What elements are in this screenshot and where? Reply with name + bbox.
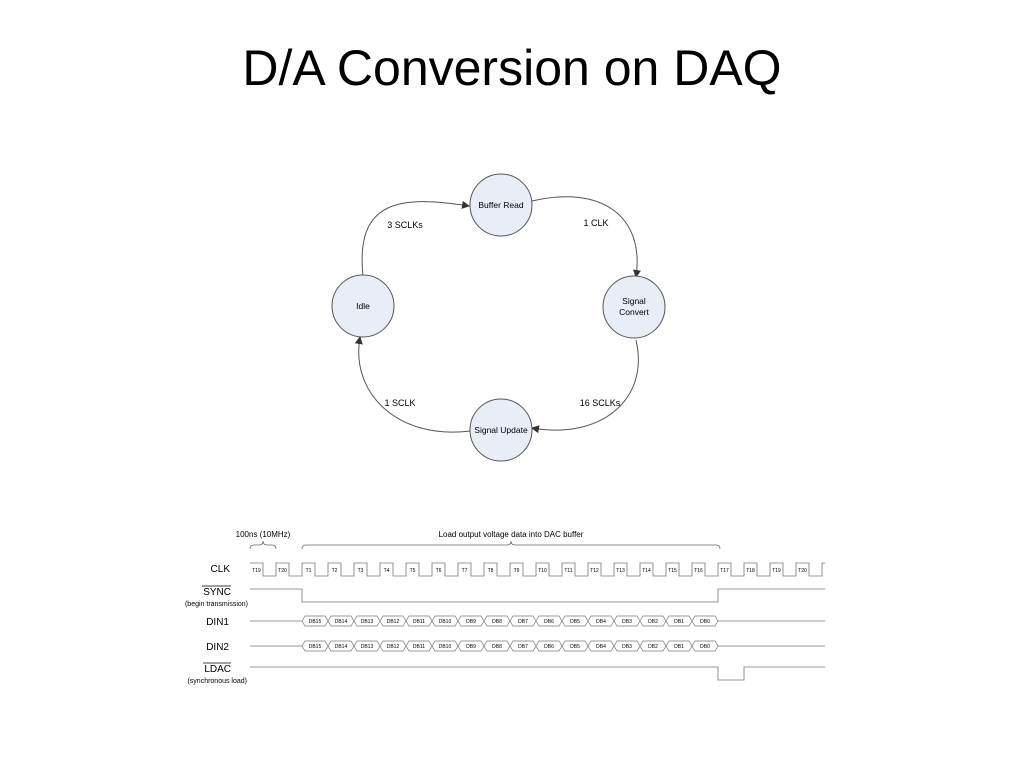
din2-bit-label: DB6 bbox=[544, 644, 554, 650]
clk-tick-label: T3 bbox=[358, 568, 364, 574]
clk-tick-label: T15 bbox=[668, 568, 677, 574]
clk-tick-label: T5 bbox=[410, 568, 416, 574]
state-label-signal-update: Signal Update bbox=[474, 425, 528, 435]
clk-tick-label: T14 bbox=[642, 568, 651, 574]
signal-label-clk: CLK bbox=[211, 564, 231, 575]
din2-bit-label: DB9 bbox=[466, 644, 476, 650]
clk-tick-label: T2 bbox=[332, 568, 338, 574]
state-signal-convert: Signal Convert bbox=[602, 275, 666, 339]
clk-tick-label: T20 bbox=[798, 568, 807, 574]
din2-bit-label: DB15 bbox=[309, 644, 322, 650]
din1-bit-label: DB11 bbox=[413, 619, 425, 625]
clk-tick-label: T17 bbox=[720, 568, 729, 574]
clock-period-label: 100ns (10MHz) bbox=[236, 530, 291, 539]
clk-tick-label: T8 bbox=[488, 568, 494, 574]
din1-bit-label: DB15 bbox=[309, 619, 322, 625]
load-phase-brace bbox=[301, 540, 721, 550]
clk-trace bbox=[250, 562, 825, 577]
transition-arrow-signal-convert-to-signal-update bbox=[531, 339, 639, 434]
signal-label-din2: DIN2 bbox=[206, 642, 229, 653]
transition-arrow-signal-update-to-idle bbox=[354, 336, 471, 433]
clk-tick-label: T19 bbox=[772, 568, 781, 574]
signal-sublabel-sync: (begin transmission) bbox=[185, 601, 248, 608]
clk-tick-label: T7 bbox=[462, 568, 468, 574]
din1-bit-label: DB13 bbox=[361, 619, 374, 625]
din2-bit-label: DB0 bbox=[700, 644, 710, 650]
clk-tick-label: T13 bbox=[616, 568, 625, 574]
clk-tick-label: T1 bbox=[306, 568, 312, 574]
clk-tick-label: T10 bbox=[538, 568, 547, 574]
din2-bit-label: DB14 bbox=[335, 644, 348, 650]
clk-tick-label: T6 bbox=[436, 568, 442, 574]
sync-trace bbox=[250, 588, 825, 603]
din2-bit-label: DB5 bbox=[570, 644, 580, 650]
clk-tick-label: T18 bbox=[746, 568, 755, 574]
din1-bit-label: DB5 bbox=[570, 619, 580, 625]
state-label-signal-convert-line1: Signal bbox=[622, 296, 646, 306]
clk-waveform: T19 T20 T1 T2 T3 T4 T5 T6 T7 T8 T9 T10 T11 T12 T13 T14 T… bbox=[250, 562, 825, 577]
clk-tick-label: T16 bbox=[694, 568, 703, 574]
transition-arrow-idle-to-buffer-read bbox=[361, 200, 470, 277]
din1-bit-label: DB2 bbox=[648, 619, 658, 625]
clk-tick-label: T12 bbox=[590, 568, 599, 574]
din2-bit-label: DB1 bbox=[674, 644, 684, 650]
din2-bit-label: DB13 bbox=[361, 644, 374, 650]
din1-bit-label: DB9 bbox=[466, 619, 476, 625]
transition-label-signal-convert-to-signal-update: 16 SCLKs bbox=[580, 398, 621, 408]
slide-title: D/A Conversion on DAQ bbox=[242, 40, 782, 96]
din2-bit-label: DB11 bbox=[413, 644, 425, 650]
transition-label-signal-update-to-idle: 1 SCLK bbox=[384, 398, 415, 408]
state-label-buffer-read: Buffer Read bbox=[478, 200, 523, 210]
din2-bit-label: DB4 bbox=[596, 644, 606, 650]
signal-label-sync: SYNC bbox=[203, 587, 231, 598]
signal-label-ldac: LDAC bbox=[204, 664, 231, 675]
load-phase-label: Load output voltage data into DAC buffer bbox=[439, 530, 584, 539]
state-label-signal-convert-line2: Convert bbox=[619, 307, 649, 317]
din1-bit-label: DB7 bbox=[518, 619, 528, 625]
state-buffer-read: Buffer Read bbox=[469, 173, 533, 237]
din2-bit-label: DB12 bbox=[387, 644, 400, 650]
sync-waveform bbox=[250, 588, 825, 603]
din1-bit-label: DB1 bbox=[674, 619, 684, 625]
din1-bit-label: DB12 bbox=[387, 619, 400, 625]
clk-tick-label: T9 bbox=[514, 568, 520, 574]
din1-bit-label: DB10 bbox=[439, 619, 452, 625]
signal-label-din1: DIN1 bbox=[206, 617, 229, 628]
din2-bit-label: DB3 bbox=[622, 644, 632, 650]
din1-bit-label: DB14 bbox=[335, 619, 348, 625]
clk-tick-label: T20 bbox=[278, 568, 287, 574]
ldac-waveform bbox=[250, 666, 825, 681]
signal-sublabel-ldac: (synchronous load) bbox=[187, 678, 247, 685]
din2-bit-label: DB8 bbox=[492, 644, 502, 650]
transition-arrow-buffer-read-to-signal-convert bbox=[531, 196, 641, 278]
clk-tick-label: T19 bbox=[252, 568, 261, 574]
clk-tick-label: T11 bbox=[564, 568, 572, 574]
transition-label-idle-to-buffer-read: 3 SCLKs bbox=[387, 220, 423, 230]
din1-bit-label: DB3 bbox=[622, 619, 632, 625]
state-label-idle: Idle bbox=[356, 301, 370, 311]
din1-bit-label: DB8 bbox=[492, 619, 502, 625]
din1-bit-label: DB6 bbox=[544, 619, 554, 625]
din2-bit-label: DB2 bbox=[648, 644, 658, 650]
din2-bit-label: DB10 bbox=[439, 644, 452, 650]
din1-waveform: DB15 DB14 DB13 DB12 DB11 DB10 DB9 DB8 DB7 DB6 DB5 D… bbox=[250, 615, 825, 627]
din1-bit-label: DB0 bbox=[700, 619, 710, 625]
ldac-trace bbox=[250, 666, 825, 681]
clk-tick-label: T4 bbox=[384, 568, 390, 574]
state-signal-update: Signal Update bbox=[469, 398, 533, 462]
transition-label-buffer-read-to-signal-convert: 1 CLK bbox=[583, 218, 608, 228]
din2-waveform: DB15 DB14 DB13 DB12 DB11 DB10 DB9 DB8 DB7 DB6 DB5 D… bbox=[250, 640, 825, 652]
din2-bit-label: DB7 bbox=[518, 644, 528, 650]
clock-period-brace bbox=[249, 540, 277, 550]
din1-bit-label: DB4 bbox=[596, 619, 606, 625]
state-machine-diagram: 3 SCLKs 1 CLK 16 SCLKs 1 SCLK Buffer Rea… bbox=[331, 173, 666, 462]
state-idle: Idle bbox=[331, 274, 395, 338]
